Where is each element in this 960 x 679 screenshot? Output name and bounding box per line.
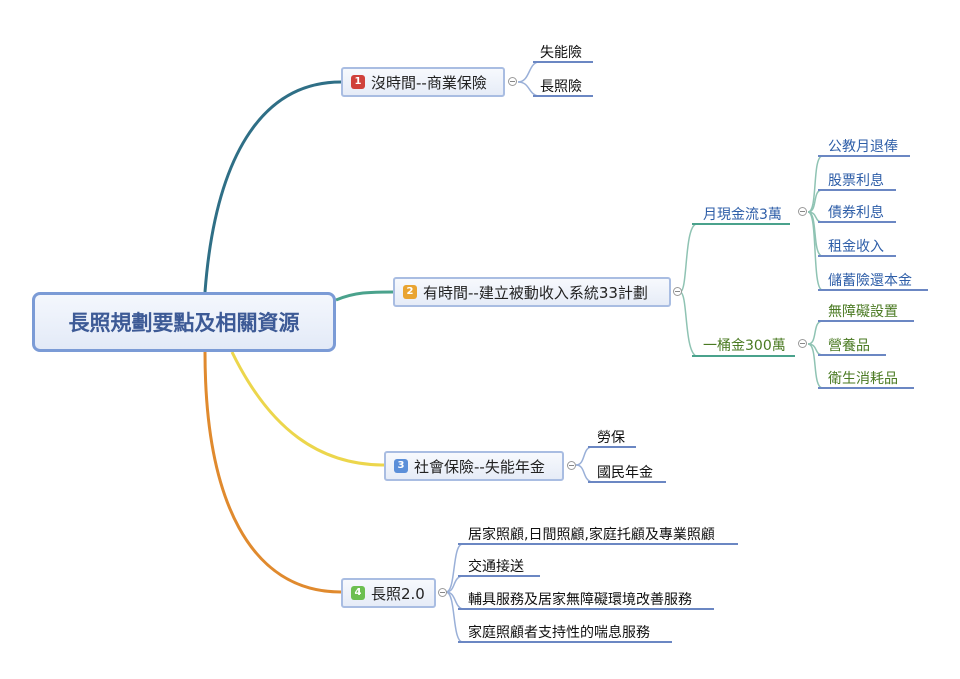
topic-branch-2[interactable]: 2 有時間--建立被動收入系統33計劃 [393,277,671,307]
connector-branch-4 [203,351,342,594]
collapse-toggle-icon[interactable] [567,461,576,470]
collapse-toggle-icon[interactable] [508,77,517,86]
leaf-transport[interactable]: 交通接送 [468,559,524,575]
collapse-toggle-icon[interactable] [798,339,807,348]
subtopic-monthly-cashflow[interactable]: 月現金流3萬 [703,207,782,223]
branch-2-underlines [818,155,928,389]
leaf-bond-interest[interactable]: 債券利息 [828,205,884,221]
connector-branch-3 [230,351,385,467]
topic-branch-4-label: 長照2.0 [371,584,425,603]
leaf-ltc-insurance[interactable]: 長照險 [540,79,582,95]
topic-branch-1[interactable]: 1 沒時間--商業保險 [341,67,505,97]
branch-3-links [575,446,593,483]
leaf-disability-insurance[interactable]: 失能險 [540,45,582,61]
leaf-stock-interest[interactable]: 股票利息 [828,173,884,189]
priority-1-icon: 1 [351,75,365,89]
leaf-respite-service[interactable]: 家庭照顧者支持性的喘息服務 [468,625,650,641]
collapse-toggle-icon[interactable] [798,207,807,216]
leaf-national-pension[interactable]: 國民年金 [597,465,653,481]
leaf-hygiene-supplies[interactable]: 衛生消耗品 [828,371,898,387]
leaf-care-services[interactable]: 居家照顧,日間照顧,家庭托顧及專業照顧 [468,527,715,543]
branch-4-links [445,543,463,643]
leaf-assistive-devices[interactable]: 輔具服務及居家無障礙環境改善服務 [468,592,692,608]
leaf-labor-insurance[interactable]: 勞保 [597,430,625,446]
branch-1-links [517,61,593,97]
priority-2-icon: 2 [403,285,417,299]
leaf-savings-insurance[interactable]: 儲蓄險還本金 [828,273,912,289]
topic-branch-3[interactable]: 3 社會保險--失能年金 [384,451,564,481]
connector-branch-1 [203,80,342,293]
leaf-pension[interactable]: 公教月退俸 [828,139,898,155]
leaf-accessibility[interactable]: 無障礙設置 [828,304,898,320]
priority-3-icon: 3 [394,459,408,473]
collapse-toggle-icon[interactable] [438,588,447,597]
collapse-toggle-icon[interactable] [673,287,682,296]
leaf-nutrition[interactable]: 營養品 [828,338,870,354]
root-topic[interactable]: 長照規劃要點及相關資源 [32,292,336,352]
branch-4-underlines [458,543,738,643]
priority-4-icon: 4 [351,586,365,600]
subtopic-lump-sum[interactable]: 一桶金300萬 [703,338,786,354]
topic-branch-1-label: 沒時間--商業保險 [371,73,487,92]
branch-3-underlines [588,446,666,483]
connector-branch-2 [335,290,394,302]
topic-branch-2-label: 有時間--建立被動收入系統33計劃 [423,283,648,302]
topic-branch-4[interactable]: 4 長照2.0 [341,578,436,608]
leaf-rent-income[interactable]: 租金收入 [828,239,884,255]
topic-branch-3-label: 社會保險--失能年金 [414,457,545,476]
